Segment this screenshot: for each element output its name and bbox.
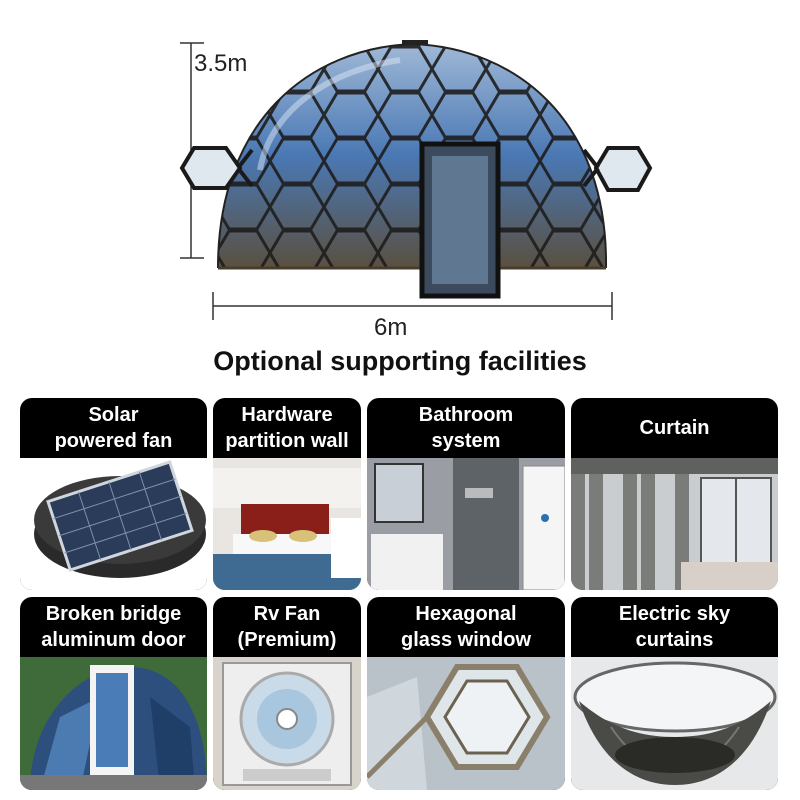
facility-card-hexagon-window: Hexagonal glass window — [367, 597, 565, 790]
facility-label: Electric sky curtains — [618, 603, 731, 651]
dome-door-photo — [20, 657, 207, 790]
facility-label: Broken bridge aluminum door — [41, 603, 186, 651]
dome-body — [217, 42, 608, 270]
roof-fan-photo — [213, 657, 361, 790]
curtain-photo — [571, 458, 778, 590]
facility-card-rv-fan: Rv Fan (Premium) — [213, 597, 361, 790]
width-dimension — [212, 292, 613, 320]
dome-hero: 3.5m 6m — [0, 0, 800, 345]
width-label: 6m — [374, 314, 408, 341]
height-label: 3.5m — [194, 50, 248, 77]
facility-label: Rv Fan (Premium) — [237, 603, 337, 651]
facility-label: Solar powered fan — [54, 404, 173, 452]
bathroom-photo — [367, 458, 565, 590]
facility-card-partition-wall: Hardware partition wall — [213, 398, 361, 590]
solar-panel-fan-photo — [20, 458, 207, 590]
facility-card-bathroom: Bathroom system — [367, 398, 565, 590]
sky-curtain-photo — [571, 657, 778, 790]
dome-door — [419, 141, 501, 299]
bedroom-partition-photo — [213, 458, 361, 590]
left-hexagon-window — [179, 146, 254, 190]
facility-card-sky-curtains: Electric sky curtains — [571, 597, 778, 790]
hexagon-window-photo — [367, 657, 565, 790]
right-hexagon-window — [582, 146, 653, 192]
facility-card-curtain: Curtain — [571, 398, 778, 590]
dome-illustration — [179, 40, 653, 320]
facility-label: Hexagonal glass window — [400, 603, 532, 651]
facility-card-solar-fan: Solar powered fan — [20, 398, 207, 590]
section-title: Optional supporting facilities — [213, 346, 587, 376]
facility-label: Curtain — [639, 417, 710, 439]
facility-card-aluminum-door: Broken bridge aluminum door — [20, 597, 207, 790]
facility-label: Hardware partition wall — [225, 404, 349, 452]
facility-label: Bathroom system — [418, 404, 514, 452]
